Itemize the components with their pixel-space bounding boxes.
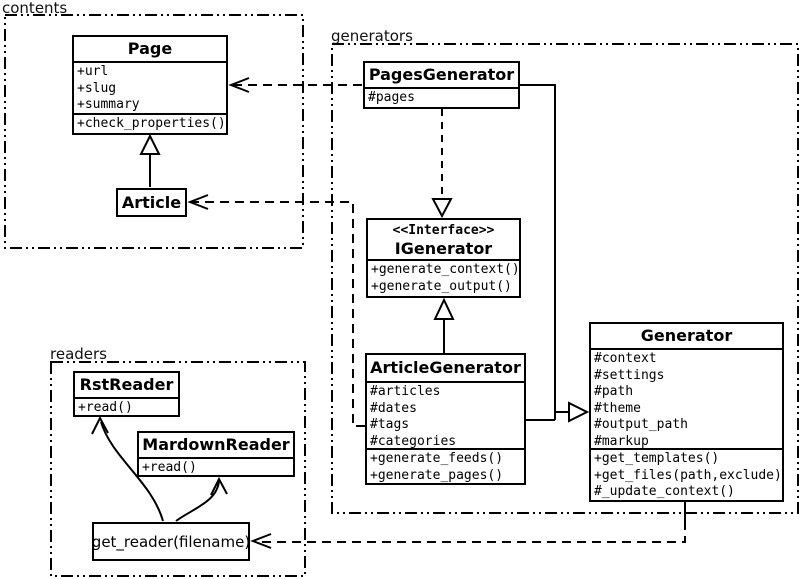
- method: +read(): [142, 460, 197, 475]
- class-title: Page: [127, 39, 173, 58]
- attribute: #path: [594, 384, 634, 399]
- methods-compartment: +read(): [139, 457, 293, 475]
- class-name: IGenerator: [394, 239, 493, 258]
- stereotype-label: <<Interface>>: [392, 223, 495, 238]
- class-box-page: Page +url +slug +summary +check_properti…: [72, 35, 228, 135]
- methods-compartment: +generate_feeds() +generate_pages(): [367, 448, 524, 483]
- attribute: #articles: [370, 384, 441, 399]
- attribute: #context: [594, 351, 657, 366]
- class-title: RstReader: [79, 375, 174, 394]
- package-label-readers: readers: [50, 345, 107, 363]
- open-arrowhead-icon: [228, 77, 250, 93]
- method: +generate_pages(): [370, 467, 504, 483]
- dependency-generator-getreader: [250, 501, 686, 549]
- attribute: #theme: [594, 400, 641, 416]
- attribute: #settings: [594, 367, 665, 383]
- class-title: <<Interface>> IGenerator: [368, 220, 519, 259]
- function-node-get-reader: get_reader(filename): [92, 522, 250, 561]
- package-frame-contents: [4, 14, 304, 249]
- attribute: +slug: [77, 80, 117, 96]
- class-box-pagesgenerator: PagesGenerator #pages: [363, 61, 520, 109]
- hollow-triangle-icon: [433, 297, 455, 320]
- attribute: +url: [77, 64, 109, 79]
- method: +generate_output(): [371, 278, 512, 294]
- method: +generate_feeds(): [370, 451, 504, 466]
- class-title: MardownReader: [142, 435, 290, 454]
- dependency-pagesgenerator-page: [228, 77, 362, 93]
- package-frame-generators: [331, 43, 799, 514]
- realization-pagesgenerator-igenerator: [431, 109, 453, 219]
- class-title: Article: [121, 193, 182, 212]
- method: #_update_context(): [594, 484, 735, 499]
- method: +get_files(path,exclude): [594, 467, 782, 483]
- method: +get_templates(): [594, 451, 720, 466]
- arrow-getreader-mardownreader: [175, 476, 228, 522]
- class-title: PagesGenerator: [368, 65, 515, 84]
- package-frame-readers: [50, 361, 306, 577]
- attribute: #markup: [594, 433, 649, 449]
- attribute: #pages: [368, 90, 415, 105]
- package-label-contents: contents: [2, 0, 68, 17]
- method: +generate_context(): [371, 262, 519, 277]
- arrow-getreader-rstreader: [91, 415, 164, 522]
- open-arrowhead-icon: [210, 476, 228, 496]
- package-label-generators: generators: [331, 27, 413, 45]
- hollow-triangle-icon: [431, 198, 453, 219]
- open-arrowhead-icon: [250, 533, 272, 549]
- class-title: ArticleGenerator: [370, 358, 521, 377]
- attributes-compartment: +url +slug +summary: [74, 61, 226, 113]
- class-box-rstreader: RstReader +read(): [73, 371, 180, 417]
- methods-compartment: +check_properties(): [74, 113, 226, 133]
- attribute: #categories: [370, 433, 457, 449]
- attribute: #dates: [370, 400, 417, 416]
- methods-compartment: +get_templates() +get_files(path,exclude…: [591, 448, 782, 500]
- dependency-articlegenerator-article: [187, 194, 365, 427]
- class-box-igenerator: <<Interface>> IGenerator +generate_conte…: [366, 218, 521, 298]
- class-box-mardownreader: MardownReader +read(): [137, 431, 295, 477]
- attributes-compartment: #articles #dates #tags #categories: [367, 381, 524, 448]
- attribute: #tags: [370, 417, 410, 432]
- hollow-triangle-icon: [139, 133, 161, 155]
- method: +read(): [78, 400, 133, 415]
- class-box-articlegenerator: ArticleGenerator #articles #dates #tags …: [365, 353, 526, 485]
- attribute: #output_path: [594, 417, 688, 432]
- hollow-triangle-icon: [568, 401, 590, 423]
- methods-compartment: +read(): [75, 397, 178, 415]
- class-box-generator: Generator #context #settings #path #them…: [589, 322, 784, 502]
- open-arrowhead-icon: [187, 194, 209, 210]
- attribute: +summary: [77, 97, 140, 112]
- inheritance-articlegenerator-igenerator: [433, 297, 455, 353]
- inheritance-article-page: [139, 133, 161, 187]
- inheritance-generators-generator: [520, 84, 590, 423]
- class-box-article: Article: [116, 188, 187, 217]
- attributes-compartment: #pages: [365, 87, 518, 107]
- class-title: Generator: [640, 326, 733, 345]
- attributes-compartment: #context #settings #path #theme #output_…: [591, 348, 782, 448]
- open-arrowhead-icon: [91, 415, 109, 435]
- method: +check_properties(): [77, 116, 226, 131]
- methods-compartment: +generate_context() +generate_output(): [368, 259, 519, 296]
- function-label: get_reader(filename): [91, 532, 251, 551]
